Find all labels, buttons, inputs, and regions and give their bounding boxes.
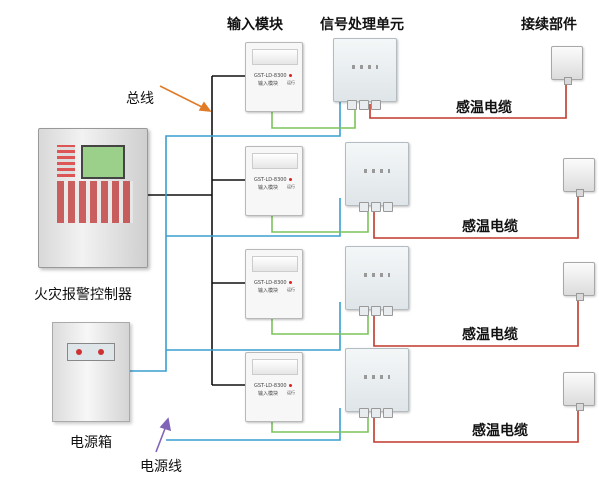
signal-processing-unit xyxy=(345,348,409,412)
input-module: GST-LD-8300 输入模块 运行 xyxy=(245,249,303,319)
heat-cable-label: 感温电缆 xyxy=(456,100,512,116)
power-arrow xyxy=(155,417,172,453)
run-led-icon xyxy=(289,281,292,284)
power-box-display xyxy=(67,343,115,361)
signal-unit-header: 信号处理单元 xyxy=(320,17,404,33)
module-name: 输入模块 xyxy=(258,391,279,397)
input-module: GST-LD-8300 输入模块 运行 xyxy=(245,352,303,422)
power-wires xyxy=(128,98,341,441)
power-line-label: 电源线 xyxy=(140,459,182,475)
module-run: 运行 xyxy=(287,184,295,189)
module-model: GST-LD-8300 xyxy=(254,383,287,389)
bus-arrow xyxy=(159,85,212,112)
input-module: GST-LD-8300 输入模块 运行 xyxy=(245,42,303,112)
junction-box xyxy=(551,46,583,85)
module-name: 输入模块 xyxy=(258,288,279,294)
signal-wires xyxy=(271,104,369,433)
module-name: 输入模块 xyxy=(258,81,279,87)
controller-screen xyxy=(81,145,125,179)
input-module: GST-LD-8300 输入模块 运行 xyxy=(245,146,303,216)
signal-processing-unit xyxy=(333,38,397,102)
junction-box xyxy=(563,372,595,411)
run-led-icon xyxy=(289,74,292,77)
indicator-panel xyxy=(57,145,75,177)
controller-label: 火灾报警控制器 xyxy=(34,287,132,303)
cable-glands xyxy=(357,202,397,212)
module-model: GST-LD-8300 xyxy=(254,280,287,286)
power-box-label: 电源箱 xyxy=(70,435,112,451)
module-model: GST-LD-8300 xyxy=(254,73,287,79)
cable-glands xyxy=(357,306,397,316)
junction-part-header: 接续部件 xyxy=(521,17,577,33)
heat-cable-label: 感温电缆 xyxy=(472,423,528,439)
controller-keypad xyxy=(57,181,133,223)
cable-glands xyxy=(357,408,397,418)
module-run: 运行 xyxy=(287,390,295,395)
bus-wires xyxy=(146,75,245,386)
junction-box xyxy=(563,262,595,301)
input-module-header: 输入模块 xyxy=(227,17,283,33)
junction-box xyxy=(563,158,595,197)
module-run: 运行 xyxy=(287,287,295,292)
module-name: 输入模块 xyxy=(258,185,279,191)
signal-processing-unit xyxy=(345,142,409,206)
bus-label: 总线 xyxy=(126,91,154,107)
run-led-icon xyxy=(289,384,292,387)
heat-cable-label: 感温电缆 xyxy=(462,327,518,343)
run-led-icon xyxy=(289,178,292,181)
module-run: 运行 xyxy=(287,80,295,85)
module-model: GST-LD-8300 xyxy=(254,177,287,183)
signal-processing-unit xyxy=(345,246,409,310)
heat-cables xyxy=(369,84,579,443)
power-box xyxy=(52,322,130,422)
cable-glands xyxy=(345,100,385,110)
heat-cable-label: 感温电缆 xyxy=(462,219,518,235)
fire-alarm-controller xyxy=(38,128,148,268)
